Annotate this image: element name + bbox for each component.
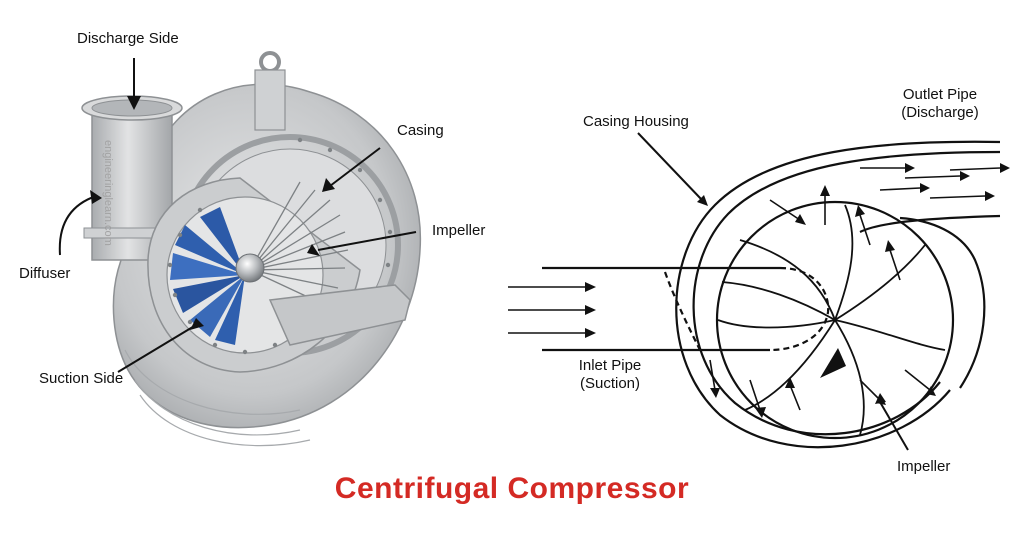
left-annotation-arrows bbox=[58, 58, 417, 373]
arrow-impeller-schematic bbox=[879, 401, 909, 451]
label-outlet-pipe: Outlet Pipe (Discharge) bbox=[885, 86, 995, 122]
label-inlet-pipe: Inlet Pipe (Suction) bbox=[565, 357, 655, 393]
label-casing-housing: Casing Housing bbox=[583, 113, 689, 130]
label-outlet-pipe-line2: (Discharge) bbox=[901, 104, 979, 121]
schematic-diagram bbox=[542, 140, 1001, 449]
casing-housing-outline bbox=[675, 140, 1001, 449]
lifting-eye bbox=[259, 51, 281, 73]
label-discharge-side: Discharge Side bbox=[77, 30, 179, 47]
impeller-circle bbox=[715, 200, 955, 440]
label-diffuser: Diffuser bbox=[19, 265, 71, 282]
outlet-pipe-lower bbox=[859, 214, 1001, 389]
arrow-casing bbox=[329, 147, 381, 187]
label-outlet-pipe-line1: Outlet Pipe bbox=[902, 86, 978, 103]
label-casing: Casing bbox=[397, 122, 444, 139]
arrow-casing-housing bbox=[637, 132, 703, 201]
label-impeller-schematic: Impeller bbox=[897, 458, 951, 475]
label-suction-side: Suction Side bbox=[39, 370, 124, 387]
label-impeller-3d: Impeller bbox=[432, 222, 486, 239]
bolt-holes bbox=[167, 137, 393, 355]
diagram-title: Centrifugal Compressor bbox=[334, 472, 690, 505]
flow-arrows bbox=[508, 167, 1001, 411]
impeller-blades bbox=[170, 207, 245, 345]
watermark: engineeringlearn.com bbox=[102, 140, 114, 246]
arrow-suction bbox=[117, 324, 197, 373]
arrow-impeller bbox=[317, 231, 417, 251]
impeller-vanes bbox=[717, 204, 946, 436]
inlet-cutaway-pipe bbox=[268, 284, 411, 346]
impeller-hub bbox=[235, 253, 265, 283]
label-inlet-pipe-line2: (Suction) bbox=[579, 375, 641, 392]
label-inlet-pipe-line1: Inlet Pipe bbox=[578, 357, 642, 374]
right-annotation-arrows bbox=[637, 132, 909, 451]
volute-ribs bbox=[124, 349, 311, 447]
arrow-diffuser bbox=[58, 195, 97, 256]
